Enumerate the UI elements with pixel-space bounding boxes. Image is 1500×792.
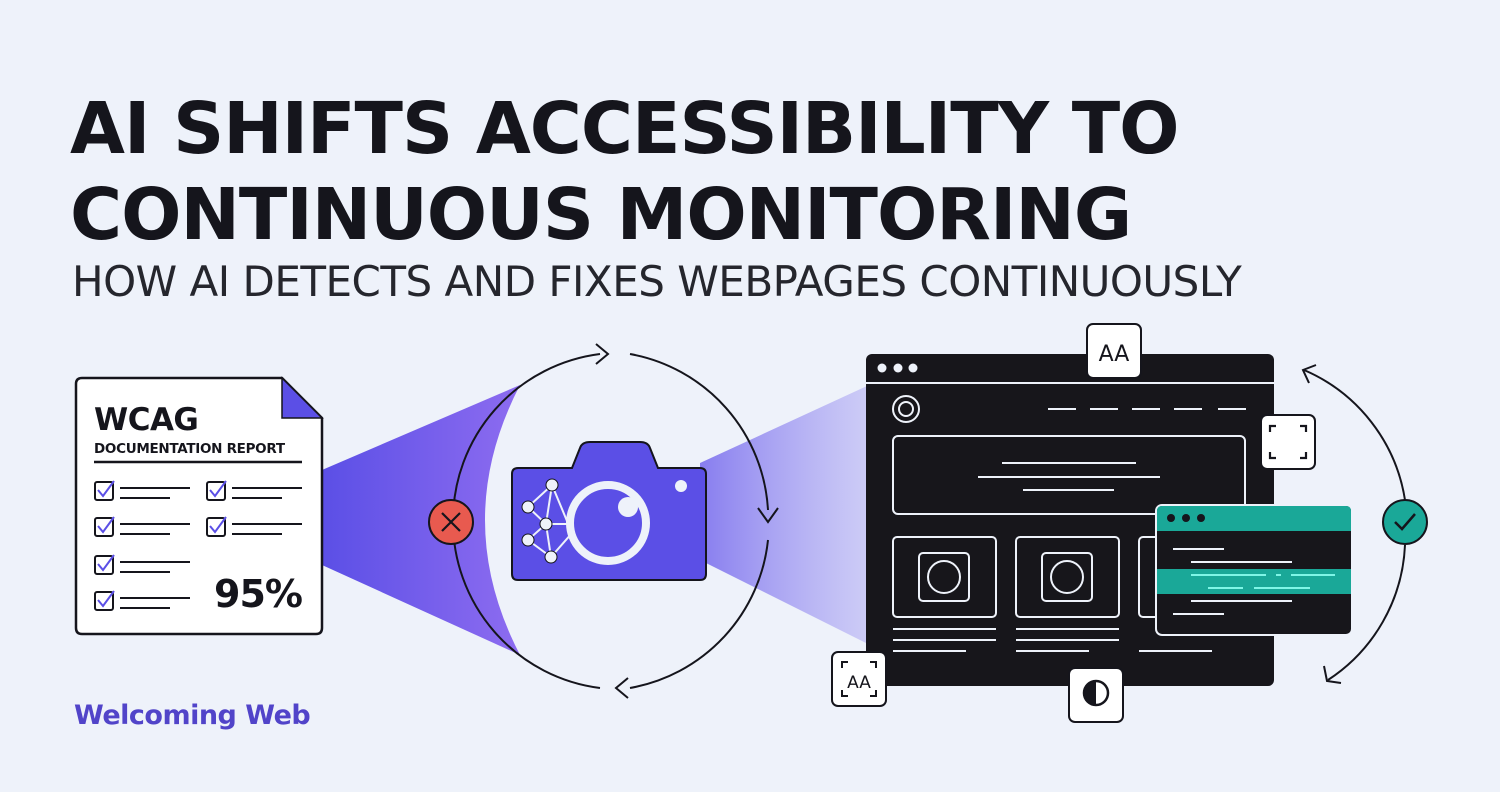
checkbox-icon bbox=[94, 590, 190, 611]
svg-text:AA: AA bbox=[1099, 342, 1130, 367]
fix-cycle-arrow bbox=[1301, 364, 1406, 684]
checkbox-icon bbox=[206, 516, 302, 537]
focus-frame-icon bbox=[1260, 414, 1316, 470]
wcag-report-document bbox=[74, 376, 324, 636]
scan-beam-left bbox=[322, 385, 520, 655]
headline-line-2: CONTINUOUS MONITORING bbox=[70, 173, 1132, 256]
checkbox-icon bbox=[94, 554, 190, 575]
checkbox-icon bbox=[94, 516, 190, 537]
report-title: WCAG bbox=[94, 402, 199, 438]
checkbox-icon bbox=[206, 480, 302, 501]
contrast-icon bbox=[1068, 667, 1124, 723]
report-score: 95% bbox=[214, 572, 303, 616]
refresh-cycle-icon bbox=[451, 343, 779, 699]
fix-code-panel bbox=[1155, 504, 1353, 636]
svg-text:AA: AA bbox=[847, 673, 871, 693]
text-size-icon: AA bbox=[1086, 323, 1142, 379]
checklist bbox=[94, 480, 302, 611]
brand-logo: Welcoming Web bbox=[74, 700, 311, 731]
headline-line-1: AI SHIFTS ACCESSIBILITY TO bbox=[70, 87, 1180, 170]
headline: AI SHIFTS ACCESSIBILITY TO CONTINUOUS MO… bbox=[70, 86, 1180, 258]
checkbox-icon bbox=[94, 480, 190, 501]
error-x-icon bbox=[428, 499, 474, 545]
text-scan-icon: AA bbox=[831, 651, 887, 707]
report-subtitle: DOCUMENTATION REPORT bbox=[94, 441, 285, 457]
scan-beam-right bbox=[700, 380, 880, 650]
subtitle: HOW AI DETECTS AND FIXES WEBPAGES CONTIN… bbox=[72, 257, 1242, 306]
ai-camera-icon bbox=[511, 441, 707, 581]
check-icon bbox=[1382, 499, 1428, 545]
